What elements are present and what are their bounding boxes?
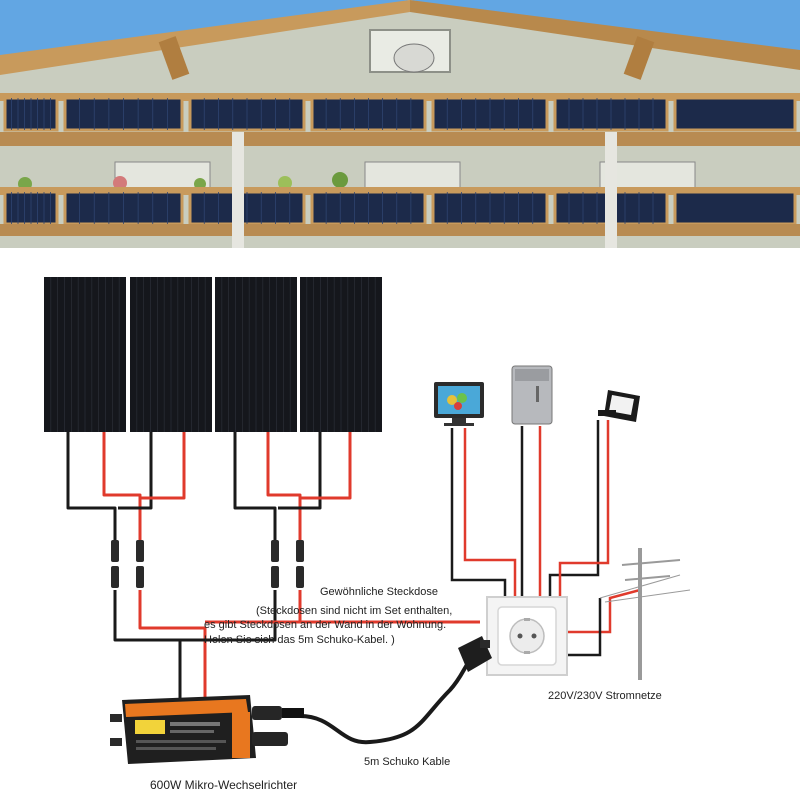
mc4-connector	[271, 566, 279, 588]
wire-red	[140, 432, 186, 500]
fridge-icon	[511, 365, 553, 425]
wiring-diagram	[44, 277, 691, 764]
socket-note-line-3: Holen Sie sich das 5m Schuko-Kabel. )	[204, 634, 395, 646]
wire-black	[278, 432, 322, 510]
mc4-connector	[271, 540, 279, 562]
column	[605, 132, 617, 248]
mc4-connectors	[111, 540, 304, 588]
column	[232, 132, 244, 248]
socket-title: Gewöhnliche Steckdose	[320, 586, 439, 598]
balcony-solar-panel	[673, 96, 797, 132]
roof-eave-left	[0, 0, 410, 75]
balcony-slab-lower	[0, 224, 800, 236]
balcony-slab-upper	[0, 132, 800, 146]
mc4-connector	[296, 540, 304, 562]
wire-black	[233, 432, 277, 540]
power-pole-icon	[599, 548, 691, 680]
wire-red	[300, 432, 352, 500]
schuko-plug-icon	[458, 636, 492, 672]
socket-note-line-1: (Steckdosen sind nicht im Set enthalten,	[256, 605, 453, 617]
floodlight-icon	[598, 390, 640, 422]
socket-note-line-2: es gibt Steckdosen an der Wand in der Wo…	[204, 619, 447, 631]
power-socket-icon	[486, 596, 568, 676]
inverter-label: 600W Mikro-Wechselrichter	[150, 778, 298, 792]
roof-beam	[623, 36, 655, 80]
solar-panel-array	[44, 277, 382, 432]
wire-black	[568, 598, 602, 657]
tv-icon	[434, 382, 484, 426]
wire-black	[66, 432, 117, 540]
mc4-connector	[296, 566, 304, 588]
wire-red	[463, 428, 517, 600]
mc4-connector	[136, 566, 144, 588]
roof-beam	[158, 36, 190, 80]
house-balcony-photo	[0, 0, 800, 248]
wire-black	[113, 590, 182, 700]
wire-red	[568, 588, 641, 634]
wire-red	[266, 432, 302, 540]
satellite-dish-icon	[393, 43, 435, 73]
schuko-cable	[299, 656, 474, 745]
mc4-connector	[136, 540, 144, 562]
grid-label: 220V/230V Stromnetze	[548, 690, 662, 702]
wire-black	[118, 432, 153, 510]
micro-inverter-icon	[110, 695, 304, 764]
roof-eave-right	[410, 0, 800, 70]
wire-black	[180, 590, 277, 642]
wire-red	[102, 432, 142, 540]
wire-black	[450, 428, 507, 600]
mc4-connector	[111, 566, 119, 588]
wire-black	[548, 420, 600, 600]
balcony-solar-panel	[673, 190, 797, 226]
mc4-connector	[111, 540, 119, 562]
wire-red	[138, 590, 207, 700]
cable-label: 5m Schuko Kable	[364, 756, 451, 768]
wire-red	[558, 420, 610, 600]
